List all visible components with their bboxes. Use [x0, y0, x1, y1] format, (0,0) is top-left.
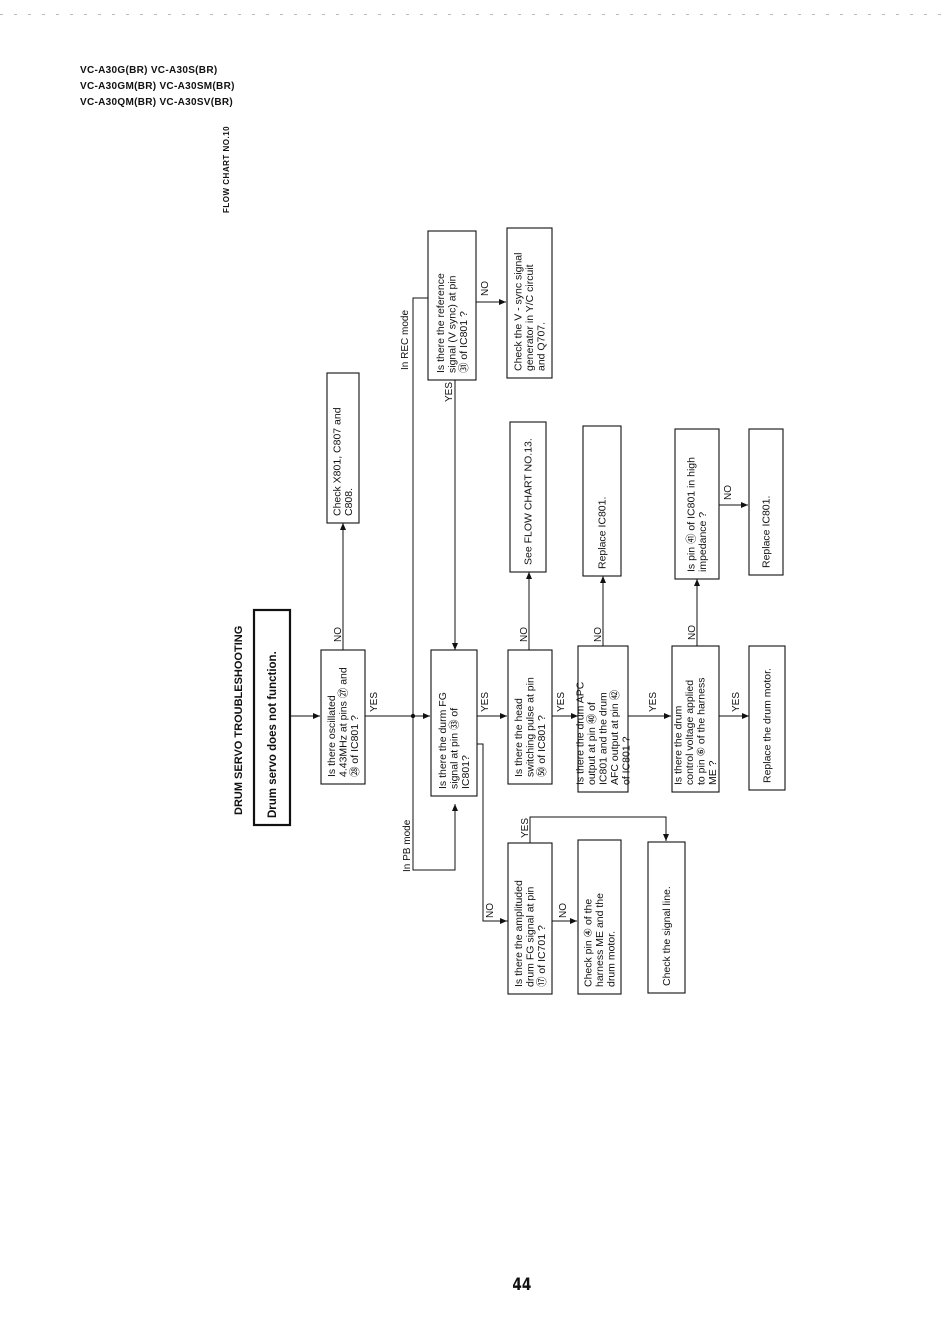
label-no-amp: NO: [558, 903, 569, 918]
box-text-line: Is there oscillated: [326, 695, 338, 777]
box-text-line: Is there the amplituded: [513, 880, 525, 987]
scan-edge-artifact: [0, 14, 950, 15]
box-text-line: Is there the durm FG: [437, 692, 449, 789]
page-number: 44: [512, 1275, 532, 1295]
action-replace-ic801-box-1: Replace IC801.: [582, 425, 622, 577]
start-box: Drum servo does not function.: [252, 608, 292, 827]
box-text-line: Drum servo does not function.: [267, 651, 279, 818]
label-yes-ctl: YES: [731, 692, 742, 712]
box-frame: [674, 428, 720, 580]
box-frame: [507, 649, 553, 785]
label-yes-ref: YES: [444, 382, 455, 402]
box-text-line: ME ?: [707, 760, 719, 785]
box-frame: [748, 645, 786, 791]
box-text-line: drum FG signal at pin: [524, 886, 536, 987]
action-check-signal-line-box: Check the signal line.: [647, 841, 686, 994]
label-no-fg: NO: [485, 903, 496, 918]
label-no-ctl: NO: [687, 625, 698, 640]
box-text-line: IC801?: [460, 755, 472, 789]
box-frame: [647, 841, 686, 994]
label-no-ref: NO: [480, 281, 491, 296]
box-text-line: Is there the drum APC: [574, 681, 586, 785]
box-frame: [507, 842, 553, 995]
box-frame: [326, 372, 360, 524]
label-no-hiz: NO: [723, 485, 734, 500]
box-text-line: harness ME and the: [594, 893, 606, 987]
label-no-osc: NO: [333, 627, 344, 642]
box-text-line: Is there the drum: [673, 705, 685, 785]
box-frame: [671, 645, 720, 793]
box-frame: [582, 425, 622, 577]
model-line-3: VC-A30QM(BR) VC-A30SV(BR): [80, 97, 234, 108]
box-frame: [577, 645, 629, 793]
box-frame: [252, 608, 292, 827]
box-text-line: to pin ⑥ of the harness: [696, 678, 708, 785]
box-text-line: switching pulse at pin: [524, 677, 536, 777]
label-no-hsw: NO: [519, 627, 530, 642]
box-frame: [506, 227, 553, 379]
box-text-line: signal (V sync) at pin: [446, 275, 458, 373]
box-text-line: Is there the reference: [435, 273, 447, 373]
box-text-line: ⑰ of IC701 ?: [536, 925, 548, 987]
box-text-line: ㉘ of IC801 ?: [349, 715, 361, 777]
box-frame: [430, 649, 478, 797]
label-yes-osc: YES: [369, 692, 380, 712]
box-text-line: drum motor.: [605, 931, 617, 987]
box-text-line: generator in Y/C circuit: [524, 264, 536, 371]
box-text-line: IC801 and the drum: [597, 692, 609, 785]
action-replace-drum-motor-box: Replace the drum motor.: [748, 645, 786, 791]
box-text-line: Replace IC801.: [760, 496, 772, 568]
label-yes-apc: YES: [648, 692, 659, 712]
box-text-line: AFC output at pin ㊷: [609, 689, 621, 785]
label-yes-hsw: YES: [556, 692, 567, 712]
box-frame: [748, 428, 784, 576]
box-text-line: ㊿ of IC801 ?: [536, 715, 548, 777]
box-frame: [509, 421, 547, 573]
action-replace-ic801-box-2: Replace IC801.: [748, 428, 784, 576]
action-see-flowchart-13-box: See FLOW CHART NO.13.: [509, 421, 547, 573]
label-pb-mode: In PB mode: [402, 819, 413, 872]
box-text-line: Is there the head: [513, 698, 525, 777]
box-text-line: Check the signal line.: [661, 886, 673, 986]
label-yes-fg: YES: [480, 692, 491, 712]
model-line-2: VC-A30GM(BR) VC-A30SM(BR): [80, 81, 235, 92]
box-text-line: output at pin ㊵ of: [586, 702, 598, 785]
box-frame: [427, 230, 477, 381]
box-text-line: Replace IC801.: [596, 497, 608, 569]
box-text-line: C808.: [343, 488, 355, 516]
diagram-title: DRUM SERVO TROUBLESHOOTING: [233, 626, 245, 815]
box-text-line: See FLOW CHART NO.13.: [522, 438, 534, 565]
box-text-line: and Q707.: [535, 322, 547, 371]
box-text-line: Check pin ④ of the: [582, 899, 594, 987]
box-text-line: of IC801 ?: [620, 736, 632, 785]
box-text-line: Check X801, C807 and: [332, 407, 344, 516]
box-text-line: Is pin ㊶ of IC801 in high: [686, 457, 698, 572]
box-text-line: 4.43MHz at pins ㉗ and: [337, 667, 349, 777]
box-frame: [577, 839, 622, 995]
box-text-line: ㉛ of IC801 ?: [458, 311, 470, 373]
label-no-apc: NO: [593, 627, 604, 642]
box-frame: [320, 649, 366, 785]
label-rec-mode: In REC mode: [400, 310, 411, 370]
box-text-line: control voltage applied: [684, 680, 696, 785]
box-text-line: Replace the drum motor.: [761, 668, 773, 783]
box-text-line: impedance ?: [697, 512, 709, 572]
flow-labels: NO YES In PB mode In REC mode YES NO YES…: [333, 281, 742, 918]
label-yes-amp: YES: [520, 818, 531, 838]
box-text-line: Check the V - sync signal: [512, 253, 524, 371]
box-text-line: signal at pin ㉝ of: [448, 708, 460, 789]
model-line-1: VC-A30G(BR) VC-A30S(BR): [80, 65, 218, 76]
